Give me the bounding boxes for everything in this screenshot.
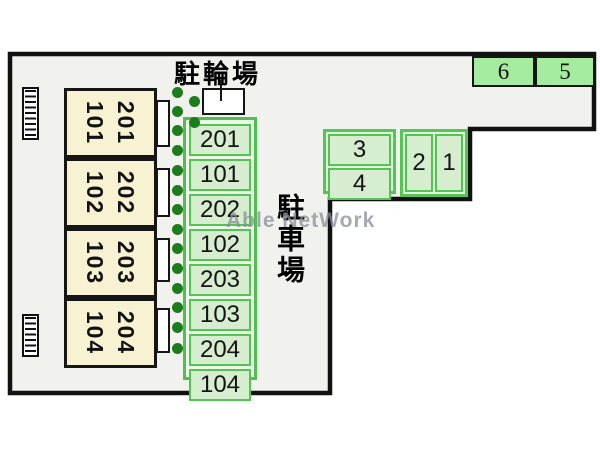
unit-label: 201 101 <box>80 101 142 145</box>
green-dot-icon <box>171 203 183 215</box>
parking-stall: 3 <box>328 134 391 166</box>
unit-number-lower: 101 <box>82 100 109 146</box>
unit-number-lower: 102 <box>82 170 109 216</box>
unit-number-upper: 203 <box>113 240 140 286</box>
stairs-icon-bottom <box>22 314 39 357</box>
unit-porch <box>156 308 170 353</box>
bicycle-parking-box <box>202 88 245 115</box>
parking-stall: 203 <box>189 264 251 296</box>
unit-number-lower: 104 <box>82 310 109 356</box>
unit-number-upper: 202 <box>113 170 140 216</box>
unit-porch <box>156 168 170 217</box>
bicycle-parking-label: 駐輪場 <box>174 59 262 89</box>
parking-stall: 202 <box>189 194 251 226</box>
parking-group-2-1: 2 1 <box>400 129 468 197</box>
parking-stall: 1 <box>435 134 463 192</box>
building-unit-203-103: 203 103 <box>64 228 157 298</box>
parking-stall: 2 <box>405 134 433 192</box>
parking-stall: 101 <box>189 159 251 191</box>
green-dot-icon <box>171 342 183 354</box>
unit-number-upper: 201 <box>113 100 140 146</box>
green-dot-icon <box>171 242 183 254</box>
green-dot-icon <box>171 282 183 294</box>
parking-stall: 5 <box>535 56 595 87</box>
green-dot-icon <box>171 124 183 136</box>
parking-stall: 204 <box>189 334 251 366</box>
unit-label: 203 103 <box>80 241 142 285</box>
parking-stall: 6 <box>472 56 535 87</box>
unit-number-lower: 103 <box>82 240 109 286</box>
parking-stall: 201 <box>189 124 251 156</box>
watermark: Able NetWork <box>226 209 376 232</box>
green-dot-icon <box>171 321 183 333</box>
green-dot-icon <box>171 144 183 156</box>
parking-stall: 4 <box>328 168 391 200</box>
green-dot-icon <box>171 262 183 274</box>
parking-group-3-4: 3 4 <box>323 129 396 200</box>
car-parking-label: 駐車場 <box>274 193 305 286</box>
unit-label: 202 102 <box>80 171 142 215</box>
green-dot-icon <box>171 301 183 313</box>
unit-number-upper: 204 <box>113 310 140 356</box>
green-dot-icon <box>171 184 183 196</box>
parking-stall: 104 <box>189 369 251 401</box>
parking-stall-column: 201 101 202 102 203 103 204 104 <box>183 117 257 401</box>
parking-stall: 102 <box>189 229 251 261</box>
bicycle-label-leader-line <box>220 80 222 101</box>
building-unit-202-102: 202 102 <box>64 158 157 228</box>
green-dot-icon <box>171 105 183 117</box>
green-dot-icon <box>188 116 200 128</box>
building-unit-201-101: 201 101 <box>64 88 157 158</box>
green-dot-icon <box>171 164 183 176</box>
stairs-icon-top <box>22 87 39 140</box>
unit-porch <box>156 238 170 282</box>
green-dot-icon <box>188 95 200 107</box>
green-dot-icon <box>171 86 183 98</box>
unit-porch <box>156 100 170 147</box>
green-dot-icon <box>171 223 183 235</box>
building-unit-204-104: 204 104 <box>64 298 157 368</box>
parking-stall: 103 <box>189 299 251 331</box>
unit-label: 204 104 <box>80 311 142 355</box>
